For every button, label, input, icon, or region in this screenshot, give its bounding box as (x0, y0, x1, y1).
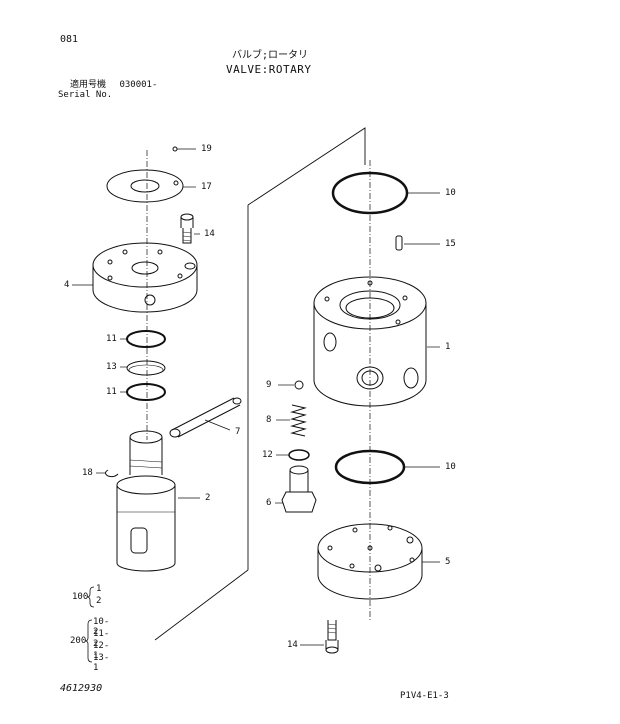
part-8-spring (276, 404, 307, 437)
part-4-cover (72, 242, 198, 313)
part-15-pin (395, 235, 440, 251)
assembly-200-item: 13-1 (93, 653, 110, 673)
part-19-pin (172, 146, 196, 152)
assembly-brace-100 (86, 586, 95, 608)
callout-11-upper: 11 (106, 334, 117, 344)
callout-10-upper: 10 (445, 188, 456, 198)
serial-label-japanese: 適用号機 030001- (70, 80, 157, 91)
part-18-clip (96, 469, 119, 478)
part-2-shaft (116, 430, 200, 572)
callout-14-top: 14 (204, 229, 215, 239)
part-9-ball (278, 380, 304, 390)
callout-11-lower: 11 (106, 387, 117, 397)
part-14-bolt-bottom (300, 620, 339, 654)
assembly-100-id: 100 (72, 592, 89, 602)
title-english: VALVE:ROTARY (226, 63, 312, 76)
callout-6: 6 (266, 498, 272, 508)
callout-4: 4 (64, 280, 70, 290)
callout-10-lower: 10 (445, 462, 456, 472)
callout-13: 13 (106, 362, 117, 372)
callout-14-bottom: 14 (287, 640, 298, 650)
part-1-housing (313, 276, 440, 407)
callout-1: 1 (445, 342, 451, 352)
part-7-pipe (169, 397, 242, 438)
callout-5: 5 (445, 557, 451, 567)
drawing-number: 4612930 (60, 683, 103, 694)
assembly-200-item: 11-2 (93, 629, 110, 649)
assembly-200-item: 10-2 (93, 617, 110, 637)
assembly-200-item: 12-1 (93, 641, 110, 661)
serial-label-english: Serial No. (58, 90, 113, 100)
callout-9: 9 (266, 380, 272, 390)
callout-15: 15 (445, 239, 456, 249)
callout-7: 7 (235, 427, 241, 437)
callout-17: 17 (201, 182, 212, 192)
part-12-oring (276, 449, 310, 461)
assembly-200-id: 200 (70, 636, 87, 646)
part-13-backup-ring (120, 360, 166, 376)
assembly-brace-200 (84, 619, 93, 663)
part-6-plug (275, 465, 317, 513)
part-5-end-cover (317, 523, 440, 600)
assembly-100-item: 1 (96, 584, 102, 594)
sheet-code: P1V4-E1-3 (400, 691, 449, 701)
part-11-oring-upper (120, 330, 166, 348)
serial-value: 030001- (119, 80, 158, 90)
part-10-oring-lower (334, 449, 440, 485)
callout-12: 12 (262, 450, 273, 460)
assembly-100-item: 2 (96, 596, 102, 606)
part-10-oring-upper (331, 171, 440, 215)
callout-18: 18 (82, 468, 93, 478)
page-number: 081 (60, 34, 79, 45)
title-japanese: バルブ;ロータリ (232, 50, 309, 61)
callout-8: 8 (266, 415, 272, 425)
callout-2: 2 (205, 493, 211, 503)
part-14-bolt-top (180, 213, 200, 244)
part-17-plate (106, 169, 196, 203)
callout-19: 19 (201, 144, 212, 154)
part-11-oring-lower (120, 383, 166, 401)
serial-label-jp-text: 適用号機 (70, 80, 107, 90)
